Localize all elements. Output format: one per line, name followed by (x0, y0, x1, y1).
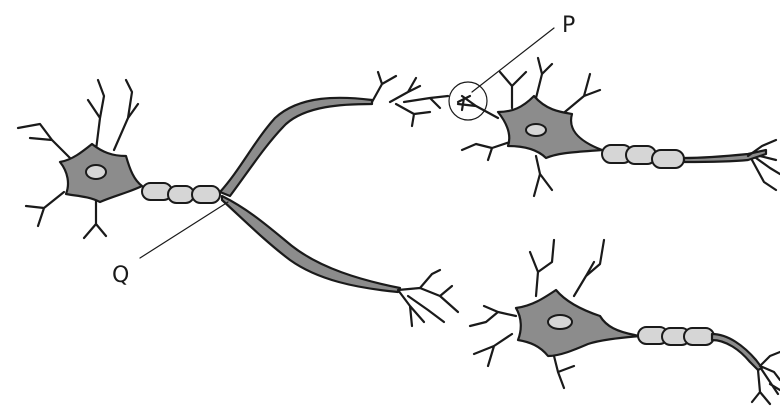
left-myelin-sheaths (142, 183, 220, 203)
myelin-sheath (168, 186, 194, 203)
upper-right-cell-body (498, 96, 602, 158)
axon-lower-branch (222, 196, 400, 292)
label-q: Q (112, 263, 129, 288)
label-p-leader-line (472, 28, 554, 92)
lower-axon-terminals (398, 270, 458, 326)
branching-axon (220, 72, 458, 326)
upper-axon-terminals (372, 72, 448, 126)
lower-right-nucleus (548, 315, 572, 329)
myelin-sheath (192, 186, 220, 203)
label-p: P (562, 13, 575, 38)
left-neuron (18, 80, 220, 238)
lower-right-neuron (470, 240, 780, 404)
upper-right-nucleus (526, 124, 546, 136)
label-q-group: Q (112, 202, 228, 288)
synapse-terminal (458, 96, 470, 110)
upper-right-myelin-sheaths (602, 145, 684, 168)
lower-right-axon (712, 334, 762, 370)
myelin-sheath (684, 328, 714, 345)
myelin-sheath (652, 150, 684, 168)
label-q-leader-line (140, 202, 228, 258)
upper-right-neuron (458, 58, 780, 196)
upper-right-axon-terminals (748, 140, 780, 190)
lower-right-myelin-sheaths (638, 327, 714, 345)
left-nucleus (86, 165, 106, 179)
axon-upper-branch (220, 98, 372, 196)
lower-right-cell-body (516, 290, 640, 356)
